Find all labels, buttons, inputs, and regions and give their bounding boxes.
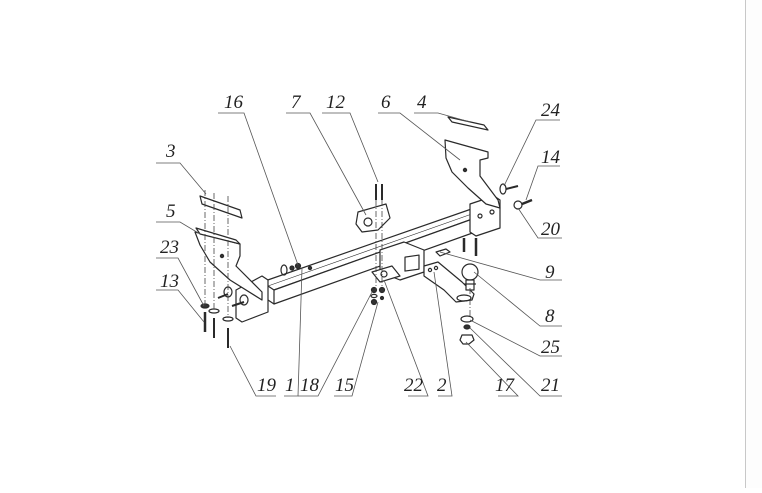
strip-part-3 [199,195,243,219]
clamp-part-7 [355,203,391,233]
callout-24: 24 [541,100,560,121]
callout-4: 4 [417,92,427,113]
callout-5: 5 [166,201,176,222]
callout-1: 1 [285,375,295,396]
callout-25: 25 [541,337,560,358]
callout-14: 14 [541,147,560,168]
leader-lines [156,112,562,397]
callout-3: 3 [166,141,176,162]
callout-13: 13 [160,271,179,292]
callout-23: 23 [160,237,179,258]
ball-fasteners [459,315,475,345]
right-bolts [462,238,478,256]
strip-part-4 [447,116,489,131]
crossbar-nuts [280,262,313,276]
callout-18: 18 [300,375,319,396]
callout-2: 2 [437,375,447,396]
callout-6: 6 [381,92,391,113]
center-nuts [370,286,386,306]
receiver-box [371,241,425,283]
callout-21: 21 [541,375,560,396]
draw-bar-part [423,261,475,303]
callout-12: 12 [326,92,345,113]
callout-19: 19 [257,375,276,396]
callout-8: 8 [545,306,555,327]
tow-ball-part [461,263,479,291]
right-side-fasteners [499,183,533,210]
callout-17: 17 [495,375,514,396]
left-bracket-part-5 [194,227,263,301]
callout-15: 15 [335,375,354,396]
right-edge-divider [745,0,762,488]
callout-22: 22 [404,375,423,396]
callout-7: 7 [291,92,301,113]
callout-9: 9 [545,262,555,283]
alignment-lines [204,190,471,318]
callout-16: 16 [224,92,243,113]
right-bracket-part-6 [444,139,501,209]
callout-20: 20 [541,219,560,240]
